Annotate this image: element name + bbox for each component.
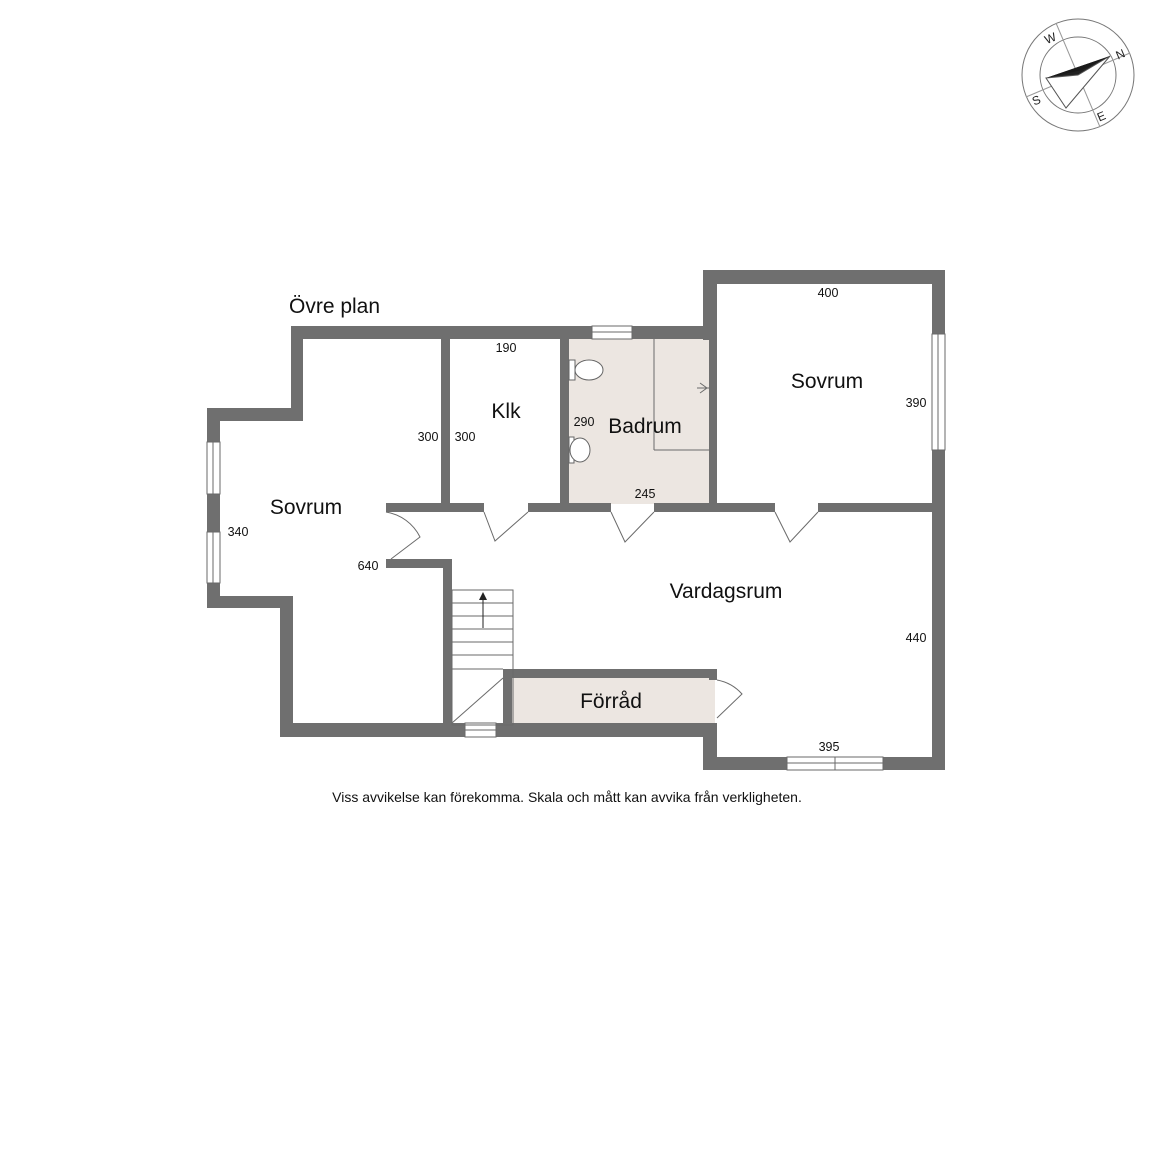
compass-icon: N W S E (1021, 18, 1135, 132)
dim-vardagsrum-side: 440 (906, 631, 927, 645)
stairs-up-arrow-icon (479, 592, 487, 628)
dim-klk-left: 300 (418, 430, 439, 444)
disclaimer-text: Viss avvikelse kan förekomma. Skala och … (332, 789, 802, 805)
dim-sovrum-right-side: 390 (906, 396, 927, 410)
dim-klk-right: 300 (455, 430, 476, 444)
forrad-floor (512, 678, 715, 723)
dim-badrum-side: 290 (574, 415, 595, 429)
room-label-sovrum-right: Sovrum (791, 370, 863, 393)
dim-vardagsrum-bottom: 395 (819, 740, 840, 754)
stairs (451, 589, 514, 726)
dim-badrum-bottom: 245 (635, 487, 656, 501)
sink-icon (568, 436, 591, 464)
doors (385, 511, 819, 719)
room-label-klk: Klk (491, 400, 521, 423)
windows (206, 325, 946, 771)
shower-icon (653, 339, 709, 451)
dim-sovrum-right-top: 400 (818, 286, 839, 300)
room-label-badrum: Badrum (608, 415, 682, 438)
dim-klk-top: 190 (496, 341, 517, 355)
floor-title: Övre plan (289, 295, 380, 318)
dim-sovrum-left-length: 640 (358, 559, 379, 573)
room-label-vardagsrum: Vardagsrum (670, 580, 783, 603)
room-label-forrad: Förråd (580, 690, 642, 713)
room-label-sovrum-left: Sovrum (270, 496, 342, 519)
toilet-icon (568, 359, 604, 381)
dim-sovrum-left-width: 340 (228, 525, 249, 539)
walls (207, 270, 945, 770)
